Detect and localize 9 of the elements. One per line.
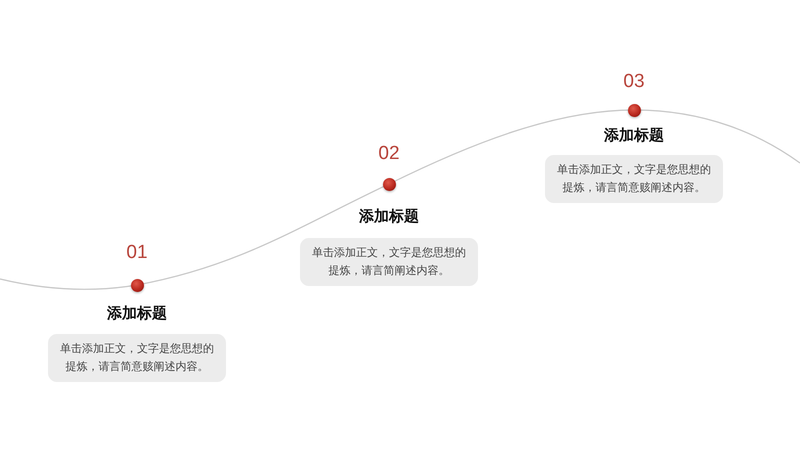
step-description: 单击添加正文，文字是您思想的提炼，请言简意赅阐述内容。	[556, 162, 712, 196]
step-number: 02	[378, 143, 400, 165]
step-number: 03	[623, 71, 645, 93]
step-title: 添加标题	[604, 125, 664, 145]
step-description: 单击添加正文，文字是您思想的提炼，请言简阐述内容。	[311, 245, 467, 279]
step-title: 添加标题	[359, 206, 419, 226]
step-description: 单击添加正文，文字是您思想的提炼，请言简意赅阐述内容。	[59, 341, 215, 375]
step-number: 01	[126, 242, 148, 264]
step-title: 添加标题	[107, 303, 167, 323]
